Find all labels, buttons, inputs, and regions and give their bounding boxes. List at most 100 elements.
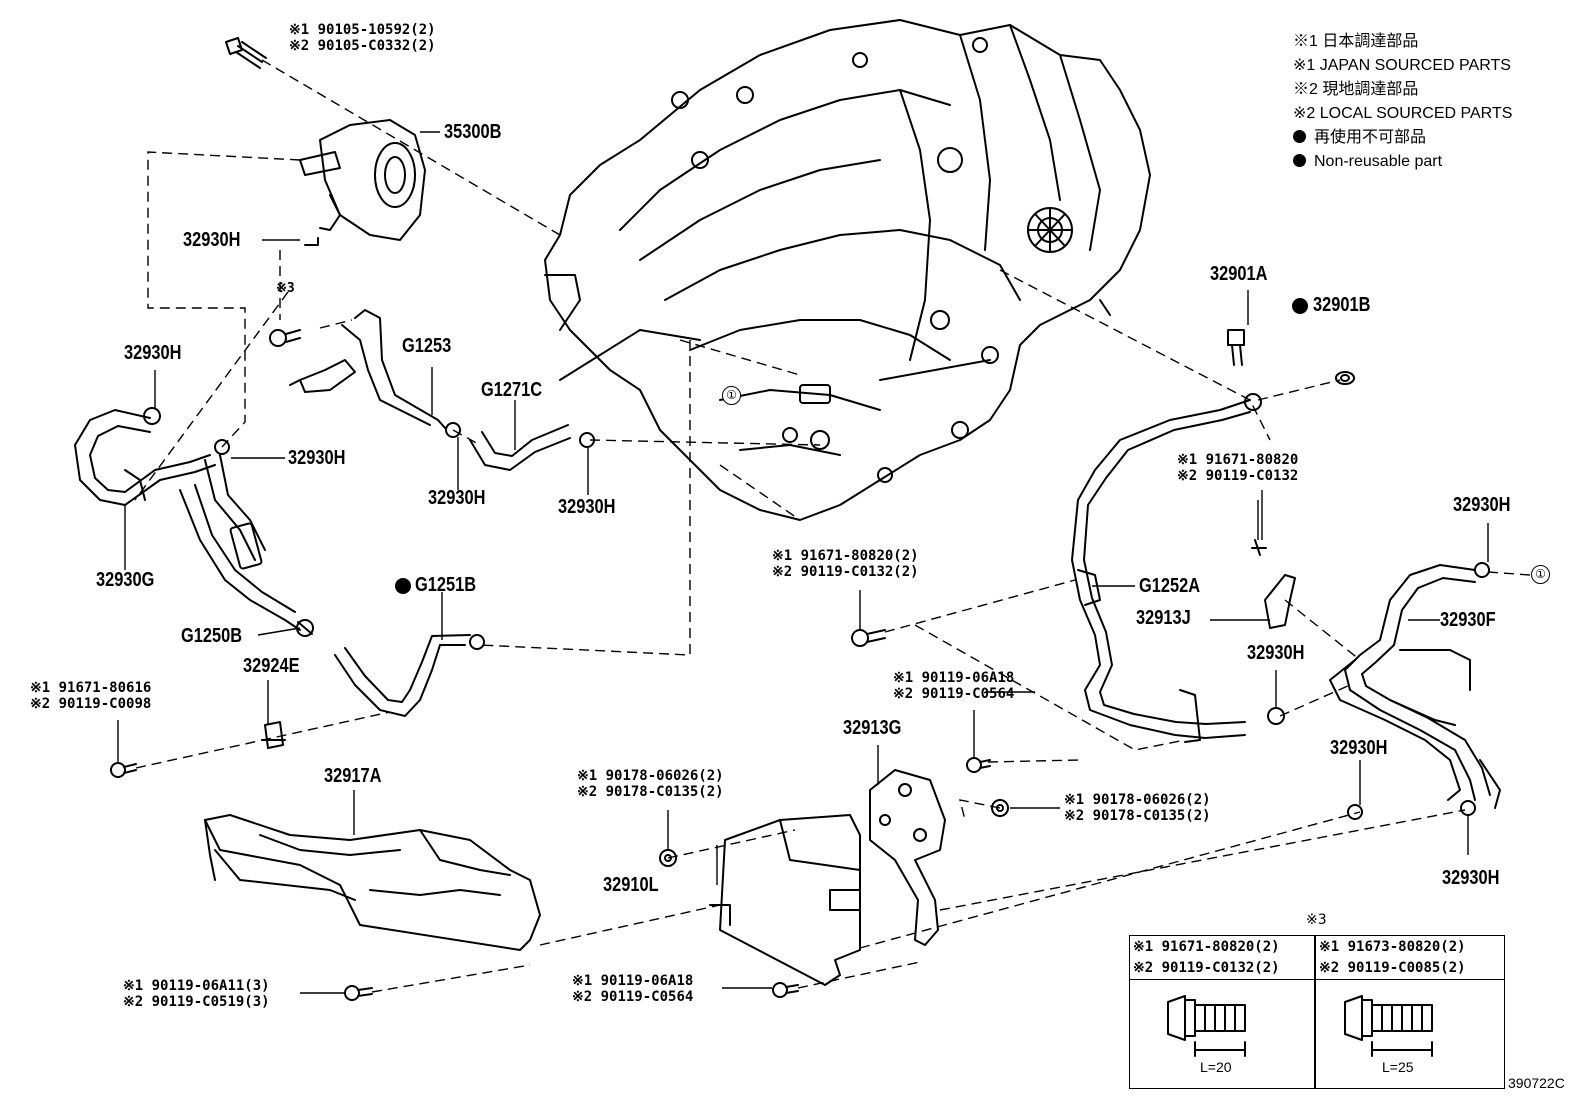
inset-divider (1314, 936, 1316, 1088)
ref-circle-1: ① (722, 386, 741, 405)
label-g1271c: G1271C (481, 379, 543, 401)
label-32930h: 32930H (1453, 494, 1511, 516)
legend-line-6: Non-reusable part (1293, 150, 1512, 174)
label-32910l: 32910L (603, 874, 659, 896)
pipe-g1252a (1071, 393, 1262, 743)
bolt-32901a (1227, 329, 1245, 366)
label-32930h: 32930H (558, 496, 616, 518)
note-line: ※2 90119-C0564 (893, 686, 1015, 703)
label-32913g: 32913G (843, 717, 902, 739)
label-32924e: 32924E (243, 655, 300, 677)
label-g1253: G1253 (402, 335, 452, 357)
bolt-90105 (225, 37, 267, 69)
inset-header-right: ※1 91673-80820(2) ※2 90119-C0085(2) (1316, 936, 1504, 980)
label-32930f: 32930F (1440, 609, 1496, 631)
oil-pump-35300b (299, 119, 426, 246)
label-32930h: 32930H (428, 487, 486, 509)
label-32930h: 32930H (1247, 642, 1305, 664)
note-line: ※1 90178-06026(2) (577, 768, 724, 784)
bracket-32913g (869, 769, 946, 946)
bolt-91671-80616 (110, 762, 137, 778)
bullet-icon (1293, 130, 1306, 143)
note-bolt-91671-80820: ※1 91671-80820 ※2 90119-C0132 (1177, 452, 1298, 484)
legend-line-1: ※1 日本調達部品 (1293, 33, 1419, 50)
note-nut-90178-left: ※1 90178-06026(2) ※2 90178-C0135(2) (577, 768, 724, 800)
washer-32901b (1335, 371, 1355, 385)
dashed-leaders (134, 59, 1531, 993)
inset-header-line: ※2 90119-C0132(2) (1133, 960, 1280, 976)
note-line: ※1 91671-80820(2) (772, 548, 919, 564)
inset-header-line: ※2 90119-C0085(2) (1319, 960, 1466, 976)
bracket-32910l (709, 814, 861, 986)
label-g1252a: G1252A (1139, 575, 1201, 597)
inset-header-line: ※1 91671-80820(2) (1133, 939, 1280, 955)
note-line: ※2 90178-C0135(2) (1064, 808, 1211, 825)
note-line: ※1 90119-06A18 (572, 973, 694, 989)
note-line: ※1 90119-06A18 (893, 670, 1015, 686)
figure-number: 390722C (1508, 1075, 1565, 1091)
note-bolt-91671-80820-2: ※1 91671-80820(2) ※2 90119-C0132(2) (772, 548, 919, 580)
inset-header-left: ※1 91671-80820(2) ※2 90119-C0132(2) (1130, 936, 1314, 980)
inset-length-left: L=20 (1200, 1059, 1232, 1075)
label-g1250b: G1250B (181, 625, 243, 647)
legend-text: Non-reusable part (1314, 153, 1443, 170)
note-bolt-90119-06a18: ※1 90119-06A18 ※2 90119-C0564 (893, 670, 1014, 702)
label-32930h: 32930H (1442, 867, 1500, 889)
inset-bolt-right (1344, 995, 1433, 1057)
note-line: ※1 90105-10592(2) (289, 22, 436, 38)
label-note-3: ※3 (276, 281, 295, 296)
inset-length-right: L=25 (1382, 1059, 1414, 1075)
transaxle-housing (544, 19, 1151, 521)
label-32930h: 32930H (124, 342, 182, 364)
note-line: ※2 90119-C0519(3) (123, 994, 270, 1011)
label-32930h: 32930H (1330, 737, 1388, 759)
inset-header-line: ※1 91673-80820(2) (1319, 939, 1466, 955)
hose-g1251b (334, 634, 485, 717)
label-g1251b: G1251B (415, 574, 477, 596)
note-bolt-90119-06a18-lower: ※1 90119-06A18 ※2 90119-C0564 (572, 973, 693, 1005)
legend-line-3: ※2 現地調達部品 (1293, 81, 1419, 98)
legend-line-5: 再使用不可部品 (1293, 126, 1512, 150)
label-32901a: 32901A (1210, 263, 1268, 285)
inset-table: ※1 91671-80820(2) ※2 90119-C0132(2) ※1 9… (1129, 935, 1505, 1089)
hose-32930g (74, 409, 301, 631)
cover-32917a (204, 814, 541, 951)
ref-circle-1: ① (1531, 565, 1550, 584)
non-reusable-dot (395, 578, 411, 594)
note-line: ※1 90178-06026(2) (1064, 792, 1211, 808)
label-32930h: 32930H (183, 229, 241, 251)
label-32901b: 32901B (1313, 294, 1371, 316)
inset-mark: ※3 (1306, 912, 1327, 928)
bolt-3-left (269, 329, 301, 347)
note-line: ※1 90119-06A11(3) (123, 978, 270, 994)
pipe-g1253 (289, 309, 446, 429)
hose-g1271c (469, 424, 571, 471)
note-line: ※1 91671-80820 (1177, 452, 1299, 468)
note-bolt-90119-06a11: ※1 90119-06A11(3) ※2 90119-C0519(3) (123, 978, 270, 1010)
note-line: ※1 91671-80616 (30, 680, 152, 696)
non-reusable-dot (1292, 298, 1308, 314)
note-line: ※2 90119-C0098 (30, 696, 152, 713)
legend: ※1 日本調達部品 ※1 JAPAN SOURCED PARTS ※2 現地調達… (1293, 30, 1512, 174)
label-32930g: 32930G (96, 569, 155, 591)
label-32930h: 32930H (288, 447, 346, 469)
hose-32930f (1329, 564, 1501, 809)
note-line: ※2 90105-C0332(2) (289, 38, 436, 55)
note-line: ※2 90119-C0132 (1177, 468, 1299, 485)
note-line: ※2 90119-C0564 (572, 989, 694, 1006)
label-35300b: 35300B (444, 121, 502, 143)
note-nut-90178-right: ※1 90178-06026(2) ※2 90178-C0135(2) (1064, 792, 1211, 824)
note-line: ※2 90178-C0135(2) (577, 784, 724, 801)
label-32917a: 32917A (324, 765, 382, 787)
note-bolt-90105: ※1 90105-10592(2) ※2 90105-C0332(2) (289, 22, 436, 54)
bullet-icon (1293, 154, 1306, 167)
solid-leaders (117, 131, 1489, 994)
bracket-32913j (1251, 539, 1296, 629)
note-bolt-91671-80616: ※1 91671-80616 ※2 90119-C0098 (30, 680, 151, 712)
inset-bolt-left (1167, 995, 1246, 1057)
note-line: ※2 90119-C0132(2) (772, 564, 919, 581)
label-32913j: 32913J (1136, 607, 1191, 629)
legend-line-2: ※1 JAPAN SOURCED PARTS (1293, 57, 1511, 74)
legend-line-4: ※2 LOCAL SOURCED PARTS (1293, 105, 1513, 122)
